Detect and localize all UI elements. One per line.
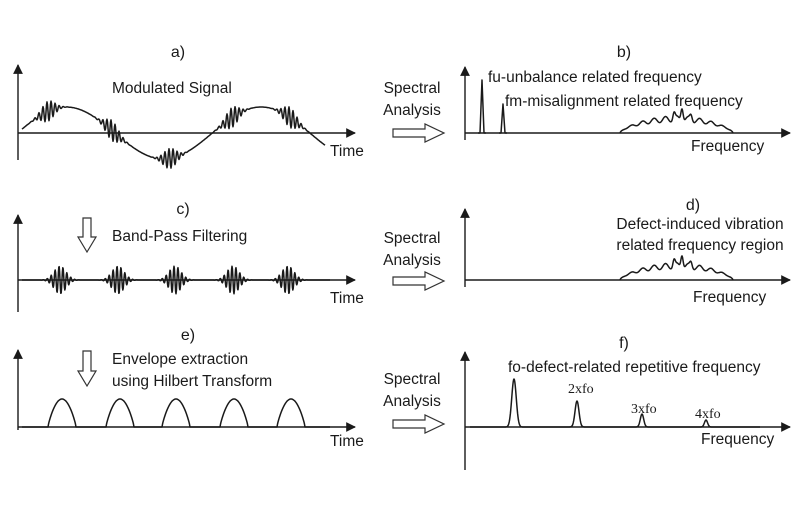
harmonic-4-label: 4xfo — [695, 407, 721, 422]
band-pass-down-arrow — [76, 217, 98, 254]
envelope-curve — [22, 398, 330, 428]
right-arrow-icon — [392, 414, 446, 434]
panel-e-xlabel: Time — [330, 433, 364, 450]
panel-d-label: d) — [686, 197, 700, 214]
defect-frequency-region-d — [619, 255, 734, 281]
panel-d-xlabel: Frequency — [693, 289, 766, 306]
panel-f-xlabel: Frequency — [701, 431, 774, 448]
right-arrow-icon — [392, 123, 446, 143]
panel-d-note-line1: Defect-induced vibration — [616, 216, 783, 233]
band-pass-step: Band-Pass Filtering — [112, 228, 247, 245]
right-arrow-icon — [392, 271, 446, 291]
fu-note: fu-unbalance related frequency — [488, 69, 702, 86]
panel-d: d) Defect-induced vibration related freq… — [460, 197, 791, 306]
spectral-arrow-3-line1: Spectral — [384, 371, 441, 388]
panel-a-title: Modulated Signal — [112, 80, 232, 97]
harmonic-2-label: 2xfo — [568, 382, 594, 397]
panel-f-label: f) — [619, 335, 629, 352]
envelope-down-arrow — [76, 350, 98, 388]
spectral-arrow-2-line1: Spectral — [384, 230, 441, 247]
fm-note: fm-misalignment related frequency — [505, 93, 743, 110]
panel-a-xlabel: Time — [330, 143, 364, 160]
panel-e: e) Envelope extraction using Hilbert Tra… — [13, 327, 364, 450]
defect-frequency-region-b — [619, 108, 734, 134]
modulated-signal-curve — [21, 100, 326, 169]
spectral-arrow-2: Spectral Analysis — [383, 230, 446, 291]
spectral-arrow-1-line2: Analysis — [383, 102, 441, 119]
harmonic-3-label: 3xfo — [631, 402, 657, 417]
panel-c-xlabel: Time — [330, 290, 364, 307]
fm-peak — [499, 103, 507, 134]
spectral-arrow-3: Spectral Analysis — [383, 371, 446, 434]
envelope-step-line1: Envelope extraction — [112, 351, 248, 368]
panel-a: a) Modulated Signal Time — [13, 44, 364, 169]
filtered-bursts-curve — [21, 265, 331, 295]
panel-f: f) fo-defect-related repetitive frequenc… — [460, 335, 791, 470]
panel-c-label: c) — [176, 201, 189, 218]
spectral-arrow-2-line2: Analysis — [383, 252, 441, 269]
panel-b-xlabel: Frequency — [691, 138, 764, 155]
spectral-arrow-3-line2: Analysis — [383, 393, 441, 410]
panel-a-label: a) — [171, 44, 185, 61]
spectral-arrow-1-line1: Spectral — [384, 80, 441, 97]
repetitive-frequency-peaks — [469, 378, 761, 428]
fo-note: fo-defect-related repetitive frequency — [508, 359, 761, 376]
panel-e-label: e) — [181, 327, 195, 344]
fu-peak — [478, 79, 486, 134]
spectral-arrow-1: Spectral Analysis — [383, 80, 446, 143]
panel-c: c) Band-Pass Filtering Time — [13, 201, 364, 312]
panel-b-label: b) — [617, 44, 631, 61]
panel-d-note-line2: related frequency region — [616, 237, 783, 254]
envelope-step-line2: using Hilbert Transform — [112, 373, 272, 390]
panel-b: b) fu-unbalance related frequency fm-mis… — [460, 44, 791, 155]
